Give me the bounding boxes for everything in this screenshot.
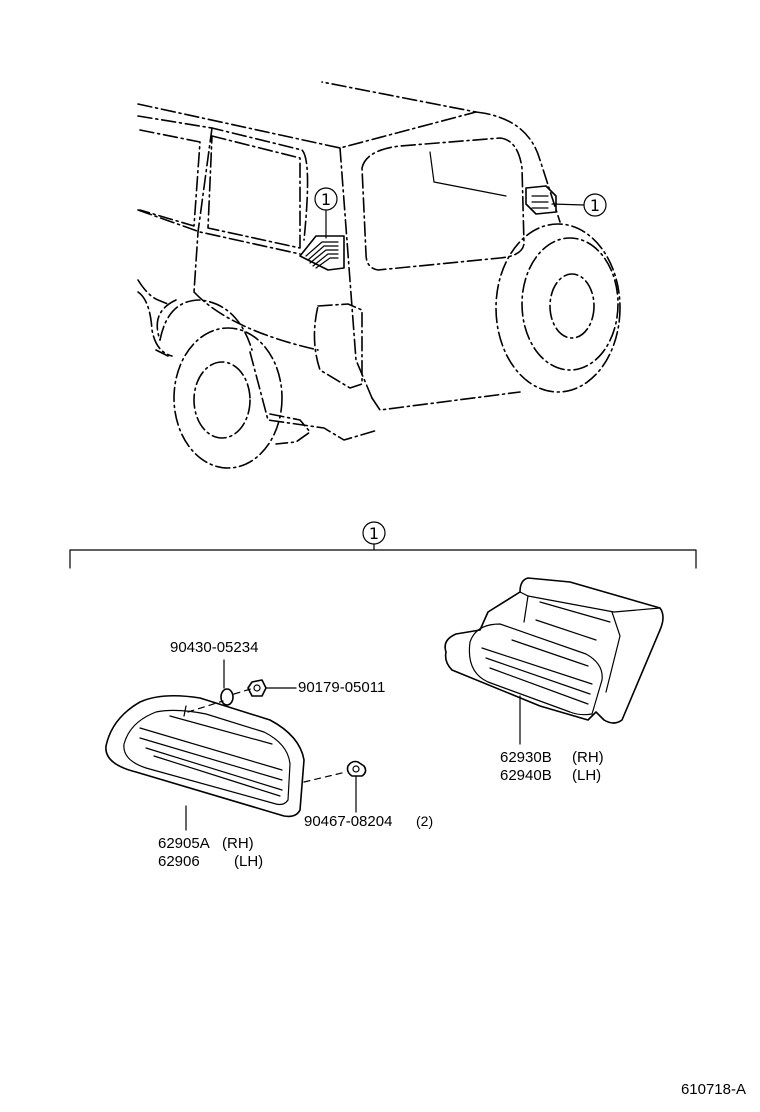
assembly-bracket: 1 xyxy=(69,521,697,569)
label-62930B: 62930B xyxy=(500,749,552,766)
label-62930B-side: (RH) xyxy=(572,749,604,766)
label-90179: 90179-05011 xyxy=(298,679,385,696)
vehicle-vent-left xyxy=(299,235,345,271)
clip-90430 xyxy=(187,659,255,713)
callout-1-left: 1 xyxy=(314,187,338,239)
label-90430: 90430-05234 xyxy=(170,639,258,656)
svg-text:1: 1 xyxy=(590,196,600,215)
label-62940B: 62940B xyxy=(500,767,552,784)
duct-part xyxy=(444,577,664,745)
svg-text:1: 1 xyxy=(321,190,331,209)
clip-90467 xyxy=(303,760,367,813)
label-62906: 62906 xyxy=(158,853,200,870)
label-62905A: 62905A xyxy=(158,835,210,852)
svg-text:1: 1 xyxy=(369,524,379,543)
nut-90179 xyxy=(247,679,297,697)
label-62940B-side: (LH) xyxy=(572,767,601,784)
label-90467: 90467-08204 xyxy=(304,813,392,830)
vehicle-outline xyxy=(137,81,621,469)
label-90467-qty: (2) xyxy=(416,813,433,829)
figure-code: 610718-A xyxy=(681,1081,746,1098)
label-62906-side: (LH) xyxy=(234,853,263,870)
label-62905A-side: (RH) xyxy=(222,835,254,852)
garnish-part xyxy=(105,694,305,818)
vehicle-vent-right xyxy=(525,185,557,215)
callout-1-right: 1 xyxy=(551,193,607,217)
